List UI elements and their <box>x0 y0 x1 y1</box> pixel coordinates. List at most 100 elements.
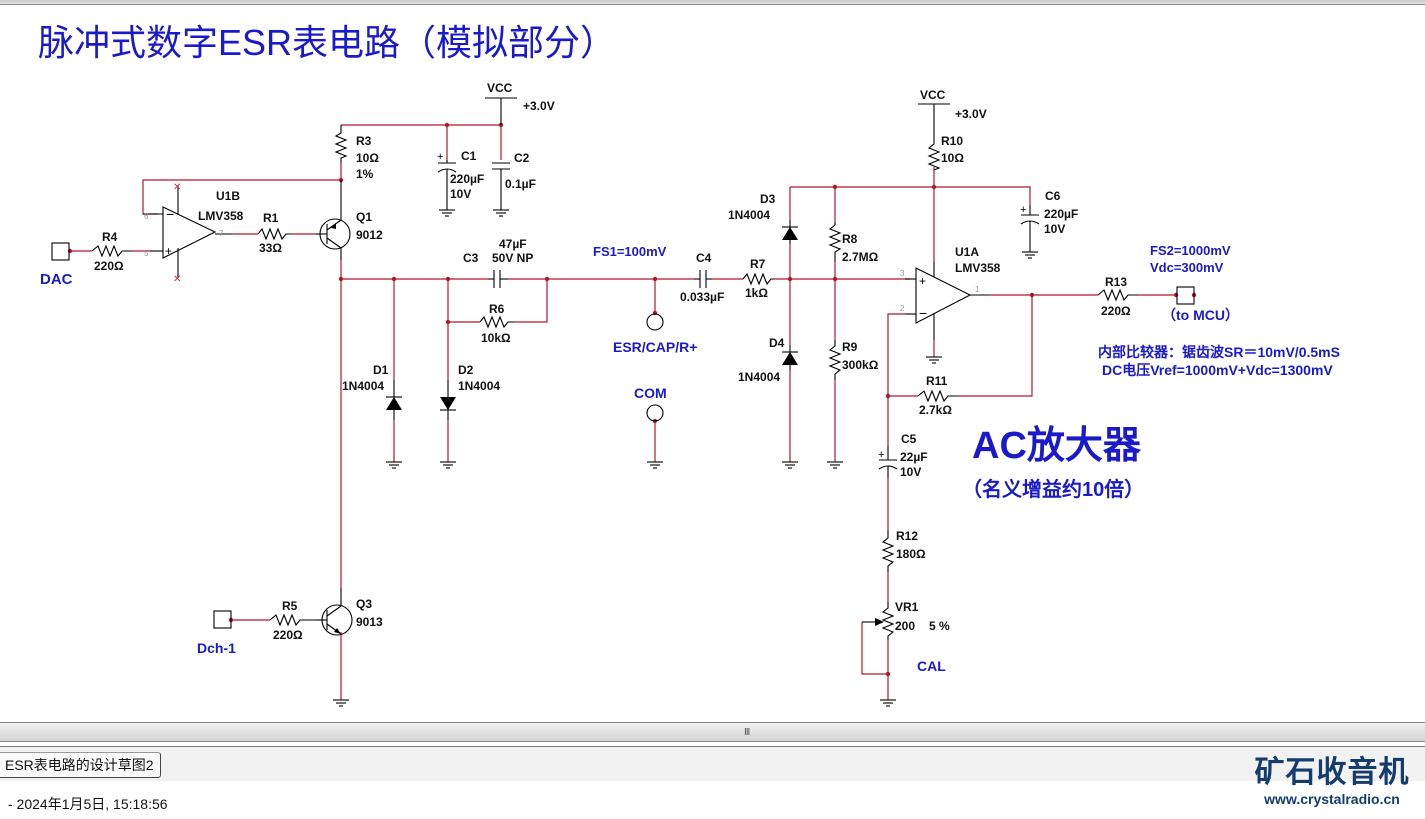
svg-text:−: − <box>166 206 174 222</box>
vcc-right: VCC +3.0V <box>918 88 987 140</box>
svg-text:10V: 10V <box>900 465 921 479</box>
svg-text:R12: R12 <box>896 529 918 543</box>
capacitor-c2[interactable]: C2 0.1µF <box>492 151 536 217</box>
resistor-r12[interactable]: R12 180Ω <box>881 529 926 572</box>
capacitor-c6[interactable]: + C6 220µF 10V <box>1020 189 1078 259</box>
sheet-tab-bar: ESR表电路的设计草图2 <box>0 746 1425 782</box>
resistor-r13[interactable]: R13 220Ω <box>1097 275 1138 318</box>
svg-text:Q1: Q1 <box>356 210 372 224</box>
resistor-r1[interactable]: R1 33Ω <box>257 211 292 255</box>
svg-text:+: + <box>878 449 884 461</box>
svg-text:1N4004: 1N4004 <box>728 208 770 222</box>
port-to-mcu[interactable]: FS2=1000mV Vdc=300mV （to MCU） <box>1150 243 1239 323</box>
capacitor-c4[interactable]: C4 0.033µF <box>680 251 724 304</box>
resistor-r5[interactable]: R5 220Ω <box>269 599 316 642</box>
svg-text:ESR/CAP/R+: ESR/CAP/R+ <box>613 339 697 355</box>
label-cal: CAL <box>917 658 946 674</box>
transistor-q3[interactable]: Q3 9013 <box>316 588 383 707</box>
capacitor-c3[interactable]: C3 47µF 50V NP <box>463 237 533 288</box>
ground-icon <box>439 209 455 217</box>
annotation-comparator-2: DC电压Vref=1000mV+Vdc=1300mV <box>1102 362 1333 378</box>
svg-text:Q3: Q3 <box>356 597 372 611</box>
resistor-r3[interactable]: R3 10Ω 1% <box>334 125 379 181</box>
resistor-r10[interactable]: R10 10Ω <box>927 134 964 171</box>
sheet-tab[interactable]: ESR表电路的设计草图2 <box>0 752 161 778</box>
ground-icon <box>333 699 349 707</box>
resistor-r6[interactable]: R6 10kΩ <box>479 302 514 345</box>
resistor-r4[interactable]: R4 220Ω <box>91 230 132 273</box>
svg-text:220µF: 220µF <box>1044 207 1078 221</box>
logo-text: 矿石收音机 <box>1254 755 1410 790</box>
ground-icon <box>827 461 843 469</box>
scrollbar-grip[interactable]: III <box>744 727 750 738</box>
svg-text:FS2=1000mV: FS2=1000mV <box>1150 243 1231 258</box>
horizontal-scrollbar[interactable]: III <box>0 722 1425 742</box>
svg-text:1N4004: 1N4004 <box>458 379 500 393</box>
amp-gain-note: （名义增益约10倍） <box>962 477 1144 501</box>
svg-text:5: 5 <box>144 249 149 258</box>
svg-text:180Ω: 180Ω <box>896 547 926 561</box>
svg-text:10Ω: 10Ω <box>941 151 964 165</box>
svg-text:U1B: U1B <box>216 189 240 203</box>
svg-text:C3: C3 <box>463 251 479 265</box>
annotation-fs1: FS1=100mV <box>593 244 667 259</box>
svg-text:D4: D4 <box>769 336 785 350</box>
svg-text:1N4004: 1N4004 <box>738 370 780 384</box>
port-dac[interactable]: DAC <box>40 242 73 288</box>
svg-text:1: 1 <box>975 285 980 294</box>
svg-text:R5: R5 <box>282 599 298 613</box>
resistor-r8[interactable]: R8 2.7MΩ <box>828 222 879 264</box>
sheet-tab-label: ESR表电路的设计草图2 <box>5 757 154 773</box>
opamp-u1b[interactable]: − + ✕ ✕ 6 5 7 U1B LMV358 <box>143 182 244 285</box>
potentiometer-vr1[interactable]: VR1 200 5 % <box>862 600 950 707</box>
ground-icon <box>647 461 663 469</box>
svg-text:（to MCU）: （to MCU） <box>1162 307 1239 323</box>
vcc-left: VCC +3.0V <box>485 81 555 125</box>
svg-text:R1: R1 <box>263 211 279 225</box>
svg-text:300kΩ: 300kΩ <box>842 358 879 372</box>
resistor-r7[interactable]: R7 1kΩ <box>742 257 774 300</box>
status-timestamp: - 2024年1月5日, 15:18:56 <box>8 796 168 812</box>
resistor-r9[interactable]: R9 300kΩ <box>827 340 879 469</box>
watermark-logo: 矿石收音机 www.crystalradio.cn <box>1247 756 1417 808</box>
annotation-comparator-1: 内部比较器：锯齿波SR＝10mV/0.5mS <box>1098 344 1340 360</box>
svg-text:9013: 9013 <box>356 615 383 629</box>
capacitor-c1[interactable]: + C1 220µF 10V <box>437 149 484 217</box>
svg-text:D2: D2 <box>458 363 474 377</box>
svg-text:U1A: U1A <box>955 245 979 259</box>
wires <box>70 124 1176 700</box>
port-esr[interactable]: ESR/CAP/R+ <box>613 313 697 355</box>
svg-text:COM: COM <box>634 385 667 401</box>
ground-icon <box>782 461 798 469</box>
svg-text:+: + <box>1020 204 1026 216</box>
port-com[interactable]: COM <box>634 385 667 469</box>
transistor-q1[interactable]: Q1 9012 <box>316 180 383 260</box>
svg-text:+3.0V: +3.0V <box>955 107 987 121</box>
svg-text:✕: ✕ <box>173 182 181 193</box>
port-dch[interactable]: Dch-1 <box>197 610 236 656</box>
diode-d3[interactable]: D3 1N4004 <box>728 192 798 244</box>
svg-text:R9: R9 <box>842 340 858 354</box>
svg-text:R7: R7 <box>750 257 766 271</box>
svg-text:47µF: 47µF <box>499 237 527 251</box>
svg-text:D3: D3 <box>760 192 776 206</box>
svg-text:C4: C4 <box>696 251 712 265</box>
junction-dots <box>67 122 1197 677</box>
ground-icon <box>493 209 509 217</box>
svg-text:C6: C6 <box>1045 189 1061 203</box>
svg-text:1%: 1% <box>356 167 374 181</box>
opamp-u1a[interactable]: + − 3 2 1 U1A LMV358 <box>900 245 1001 364</box>
svg-text:R6: R6 <box>489 302 505 316</box>
resistor-r11[interactable]: R11 2.7kΩ <box>917 374 958 417</box>
svg-text:0.033µF: 0.033µF <box>680 290 724 304</box>
diode-d1[interactable]: D1 1N4004 <box>342 363 402 469</box>
svg-text:+: + <box>437 151 443 163</box>
diode-d4[interactable]: D4 1N4004 <box>738 336 798 469</box>
window-top-edge <box>0 0 1425 5</box>
svg-text:+3.0V: +3.0V <box>523 99 555 113</box>
schematic-canvas[interactable]: 脉冲式数字ESR表电路（模拟部分） <box>0 5 1425 721</box>
diode-d2[interactable]: D2 1N4004 <box>440 363 500 469</box>
svg-text:1kΩ: 1kΩ <box>745 286 768 300</box>
svg-text:220Ω: 220Ω <box>273 628 303 642</box>
capacitor-c5[interactable]: + C5 22µF 10V <box>878 432 928 479</box>
